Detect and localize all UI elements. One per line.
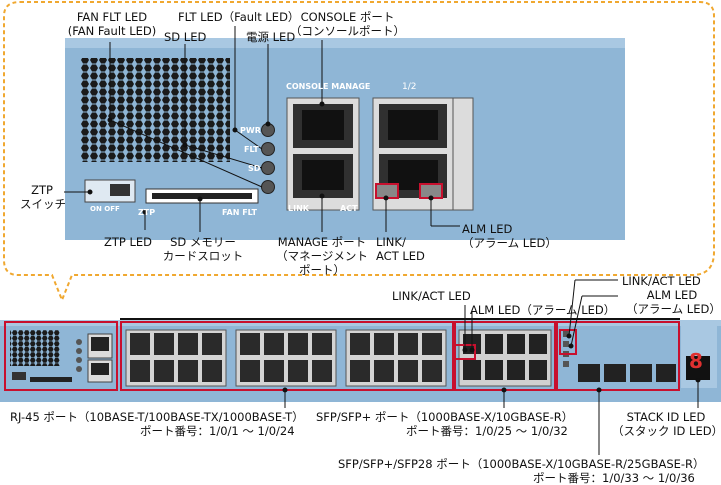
label-sfp28-ports: SFP/SFP+/SFP28 ポート（1000BASE-X/10GBASE-R/… [338,457,705,485]
rj45-port [240,333,260,355]
rj45-port [202,360,222,382]
panel-sd-print: SD [248,164,261,173]
panel-ztp-print: ZTP [138,208,156,217]
label-sfp-plus-ports: SFP/SFP+ ポート（1000BASE-X/10GBASE-R） ポート番号… [316,410,574,438]
rj45-port [178,360,198,382]
label-ztp-led: ZTP LED [104,235,153,249]
rj45-port [288,360,308,382]
status-leds [261,123,275,194]
rj45-port [288,333,308,355]
panel-link-print: LINK [288,204,309,213]
rj45-port [130,333,150,355]
rj45-port [312,333,332,355]
label-manage-port: MANAGE ポート（マネージメントポート） [276,235,368,277]
rj45-port [264,333,284,355]
bottom-leader-lines [282,279,701,455]
label-stack-id-led: STACK ID LED（スタック ID LED） [612,410,721,438]
rj45-port [398,360,418,382]
label-fan-flt-led: FAN FLT LED(FAN Fault LED) [67,10,157,38]
panel-pwr-print: PWR [240,126,261,135]
label-link-act-led-sfp: LINK/ACT LED [392,289,471,303]
rj45-port [374,333,394,355]
label-console-port: CONSOLE ポート（コンソールポート） [290,10,405,38]
sfp28-port-array [563,331,676,382]
label-link-act-led-sfp28: LINK/ACT LED [622,274,701,288]
rj45-port [154,360,174,382]
label-flt-led: FLT LED（Fault LED） [178,10,300,24]
rj45-port [264,360,284,382]
vent-grille [80,58,230,162]
label-sd-led: SD LED [164,30,207,44]
panel-flt-print: FLT [244,145,259,154]
zoomed-panel [65,38,625,240]
label-sd-slot: SD メモリーカードスロット [162,235,244,263]
rj45-port [350,333,370,355]
panel-fan-flt-print: FAN FLT [222,208,257,217]
rj45-port [312,360,332,382]
label-rj45-ports: RJ-45 ポート（10BASE-T/100BASE-TX/1000BASE-T… [10,410,304,438]
sd-slot [152,193,252,199]
leader-lines [64,26,460,232]
rj45-port [350,360,370,382]
label-alm-led-sfp28: ALM LED（アラーム LED） [626,288,721,316]
panel-console-manage-print: CONSOLE MANAGE [286,82,371,91]
ztp-switch [110,184,130,196]
rj45-port [398,333,418,355]
rj45-port [422,360,442,382]
highlight-sfp28-ports [556,321,680,391]
stack-id-display [686,356,710,380]
rj45-port [422,333,442,355]
rj45-port [130,360,150,382]
label-power-led: 電源 LED [246,30,296,44]
rj45-port [154,333,174,355]
front-panel [0,318,721,402]
link-act-led-sfp28 [559,329,577,355]
stack-id-digit: 8 [689,349,703,373]
rj45-port [202,333,222,355]
rj45-port [240,360,260,382]
zoom-callout [3,0,715,303]
label-alm-led: ALM LED（アラーム LED） [462,222,557,250]
label-link-act-led: LINK/ACT LED [376,235,425,263]
label-alm-led-sfp: ALM LED（アラーム LED） [470,303,616,317]
rj45-port [178,333,198,355]
panel-port-range-print: 1/2 [402,82,417,92]
rj45-port-array [125,329,447,387]
rj45-port [374,360,394,382]
panel-on-off-print: ON OFF [90,205,120,213]
panel-act-print: ACT [340,204,358,213]
highlight-left-section [4,321,118,391]
